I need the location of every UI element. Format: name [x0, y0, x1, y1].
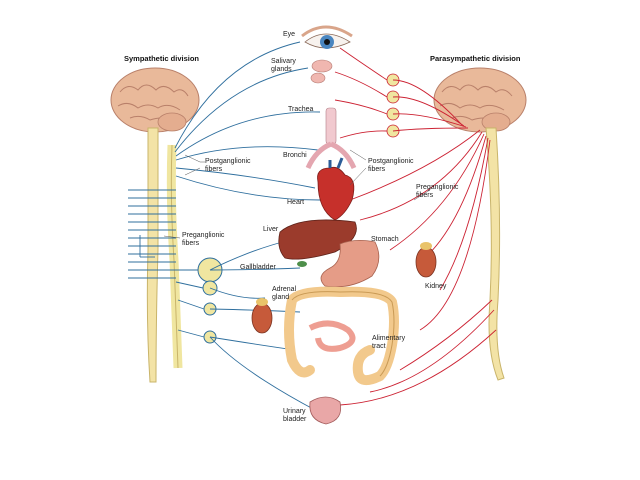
- alimentary-tract: [284, 286, 399, 386]
- preganglionic-fibers-right-label: Preganglionic fibers: [416, 184, 459, 199]
- salivary-glands-label: Salivary glands: [271, 58, 296, 73]
- stomach: [320, 240, 380, 288]
- liver-label: Liver: [263, 226, 279, 233]
- urinary-bladder: [309, 396, 342, 425]
- parasympathetic-spinal-cord: [485, 127, 505, 381]
- prevertebral-ganglia: [197, 257, 223, 344]
- salivary-glands: [310, 59, 333, 84]
- alimentary-tract-label: Alimentary tract: [372, 335, 406, 350]
- stomach-label: Stomach: [371, 236, 399, 243]
- label-pointers: [163, 149, 431, 239]
- parasympathetic-division-title: Parasympathetic division: [430, 54, 521, 63]
- sympathetic-spinal-cord: [146, 127, 159, 383]
- parasympathetic-fibers: [334, 47, 497, 406]
- heart-label: Heart: [287, 199, 305, 206]
- kidney-label: Kidney: [425, 283, 447, 290]
- heart: [317, 157, 355, 221]
- postganglionic-fibers-left-label: Postganglionic fibers: [205, 158, 251, 173]
- preganglionic-fibers-left-label: Preganglionic fibers: [182, 232, 225, 247]
- trachea-label: Trachea: [288, 106, 314, 113]
- eye-label: Eye: [283, 31, 296, 38]
- liver: [278, 219, 357, 267]
- trachea-bronchi: [305, 107, 357, 170]
- parasympathetic-brain: [433, 67, 527, 133]
- adrenal-gland-label: Adrenal gland: [272, 286, 297, 301]
- kidney-right: [415, 242, 437, 278]
- postganglionic-fibers-right-label: Postganglionic fibers: [368, 158, 414, 173]
- sympathetic-division-title: Sympathetic division: [124, 54, 200, 63]
- cranial-ganglia: [386, 73, 400, 138]
- urinary-bladder-label: Urinary bladder: [283, 408, 307, 423]
- sympathetic-preganglionic-fibers: [128, 189, 176, 279]
- bronchi-label: Bronchi: [283, 152, 307, 159]
- gallbladder-label: Gallbladder: [240, 264, 276, 271]
- eye: [301, 25, 353, 49]
- sympathetic-brain: [110, 67, 200, 133]
- adrenal-kidney-left: [251, 298, 273, 334]
